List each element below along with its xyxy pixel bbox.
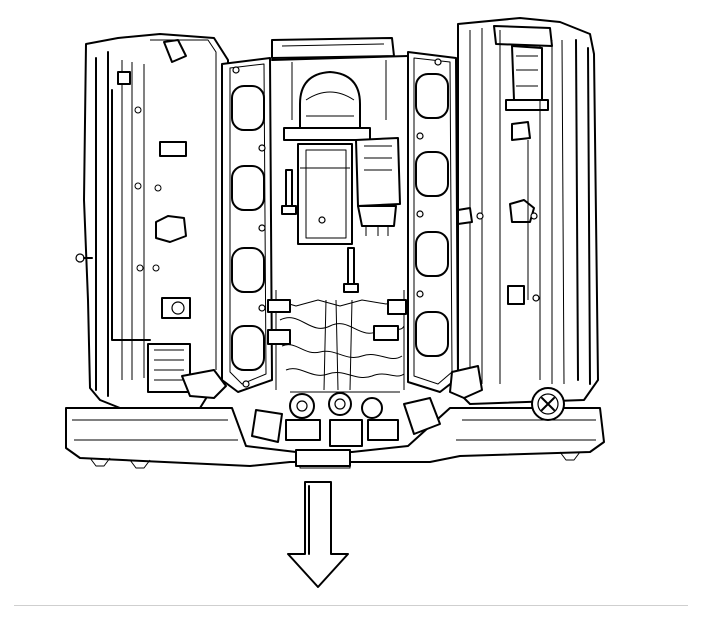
right-intake-gasket bbox=[407, 51, 459, 393]
bottom-divider bbox=[14, 605, 688, 606]
right-cylinder-head bbox=[449, 17, 599, 421]
engine-block-outline bbox=[65, 407, 605, 469]
down-arrow-icon bbox=[287, 481, 349, 588]
left-cylinder-head bbox=[75, 33, 229, 409]
center-valley bbox=[251, 37, 441, 467]
left-intake-gasket bbox=[221, 57, 273, 393]
